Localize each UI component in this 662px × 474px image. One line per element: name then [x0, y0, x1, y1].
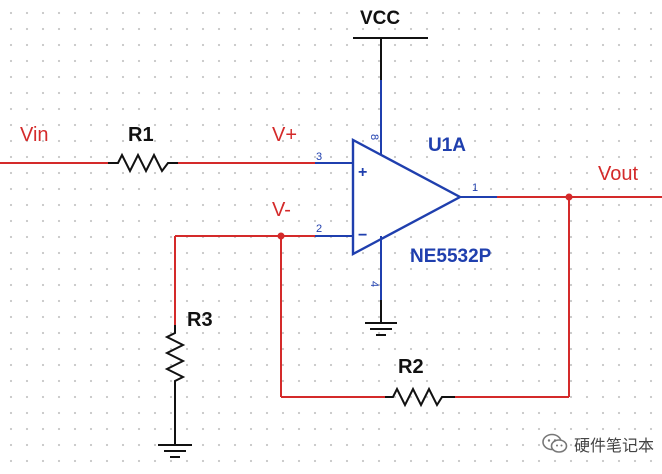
- resistor-r2: [385, 386, 455, 408]
- opamp-part-label: NE5532P: [410, 246, 492, 267]
- pin-2-label: 2: [316, 223, 322, 235]
- pin-3-label: 3: [316, 151, 322, 163]
- vcc-label: VCC: [360, 8, 400, 29]
- opamp-ref-label: U1A: [428, 135, 466, 156]
- ground-symbol-r3: [158, 444, 192, 458]
- pin-8-label: 8: [368, 134, 380, 140]
- watermark: 硬件笔记本: [542, 432, 654, 456]
- wechat-icon: [542, 433, 568, 453]
- net-vin-label: Vin: [20, 124, 49, 146]
- net-vplus-label: V+: [272, 124, 297, 146]
- r3-label: R3: [187, 309, 213, 331]
- opamp-triangle: [351, 138, 463, 256]
- ground-symbol-opamp: [365, 322, 397, 336]
- plus-sign: +: [358, 164, 367, 181]
- r2-label: R2: [398, 356, 424, 378]
- net-vout-label: Vout: [598, 163, 638, 185]
- resistor-r3: [164, 325, 186, 395]
- r1-label: R1: [128, 124, 154, 146]
- minus-sign: −: [358, 227, 367, 244]
- pin-4-label: 4: [368, 281, 380, 287]
- watermark-text: 硬件笔记本: [573, 436, 654, 455]
- net-vminus-label: V-: [272, 199, 291, 221]
- resistor-r1: [108, 152, 178, 174]
- pin-1-label: 1: [472, 182, 478, 194]
